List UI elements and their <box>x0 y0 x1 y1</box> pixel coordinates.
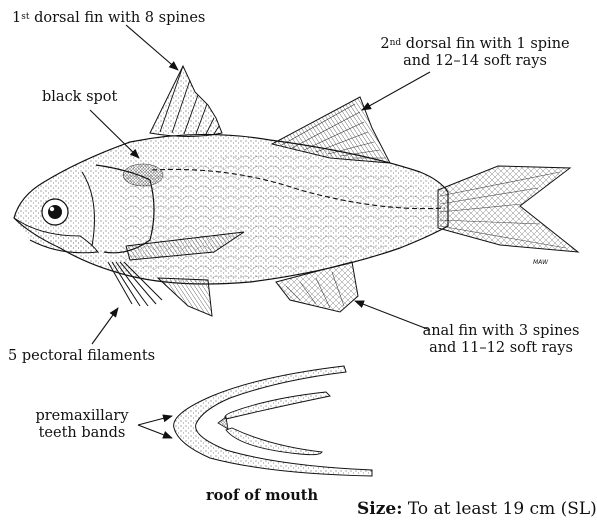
roof-of-mouth-label: roof of mouth <box>206 487 318 504</box>
premaxillary-label-line2: teeth bands <box>26 425 138 442</box>
artist-signature: MAW <box>533 259 549 266</box>
size-key: Size: <box>357 499 402 519</box>
size-caption: Size: To at least 19 cm (SL) <box>357 499 597 519</box>
roof-of-mouth-diagram <box>174 366 372 476</box>
premaxillary-label-line1: premaxillary <box>26 408 138 425</box>
first-dorsal-fin <box>150 66 222 137</box>
pectoral-filaments-label: 5 pectoral filaments <box>8 348 155 365</box>
caudal-fin <box>438 166 578 252</box>
black-spot-mark <box>123 164 163 186</box>
premaxillary-teeth-bands-label: premaxillary teeth bands <box>26 408 138 442</box>
second-dorsal-fin-label: 2nd dorsal fin with 1 spine and 12–14 so… <box>365 36 585 70</box>
anal-fin-label: anal fin with 3 spines and 11–12 soft ra… <box>410 323 592 357</box>
first-dorsal-fin-label: 1st dorsal fin with 8 spines <box>12 10 205 27</box>
second-dorsal-fin-label-line2: and 12–14 soft rays <box>365 53 585 70</box>
anal-fin-label-line2: and 11–12 soft rays <box>410 340 592 357</box>
fish-eye <box>42 199 68 225</box>
size-value: To at least 19 cm (SL) <box>402 499 596 519</box>
pelvic-fin <box>158 278 212 316</box>
anal-fin-label-line1: anal fin with 3 spines <box>410 323 592 340</box>
black-spot-label: black spot <box>42 89 117 106</box>
